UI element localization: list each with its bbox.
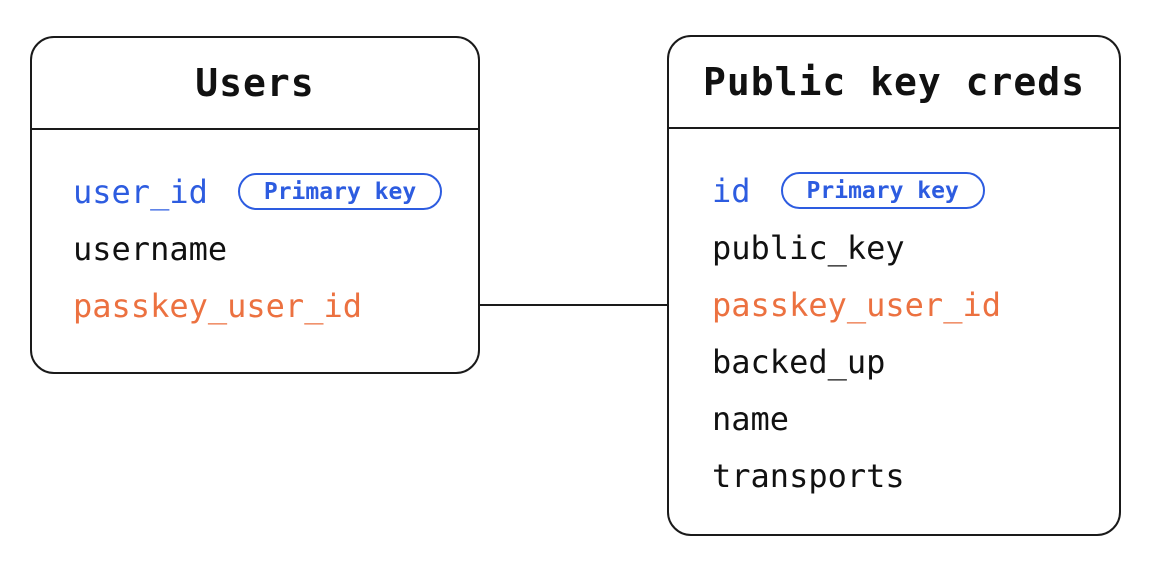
field-name-id: id xyxy=(712,171,751,210)
field-name-passkey-user-id: passkey_user_id xyxy=(712,285,1001,324)
field-row-passkey-user-id: passkey_user_id xyxy=(73,277,478,334)
table-public-key-creds-title: Public key creds xyxy=(669,37,1119,129)
table-public-key-creds[interactable]: Public key creds id Primary key public_k… xyxy=(667,35,1121,536)
field-row-backed-up: backed_up xyxy=(712,333,1119,390)
primary-key-badge: Primary key xyxy=(237,173,443,210)
field-row-username: username xyxy=(73,220,478,277)
field-name-user-id: user_id xyxy=(73,172,208,211)
field-name-backed-up: backed_up xyxy=(712,342,886,381)
field-row-id: id Primary key xyxy=(712,162,1119,219)
field-name-name: name xyxy=(712,399,790,438)
field-name-passkey-user-id: passkey_user_id xyxy=(73,286,362,325)
table-users-fields: user_id Primary key username passkey_use… xyxy=(32,130,478,334)
field-name-public-key: public_key xyxy=(712,228,905,267)
field-row-transports: transports xyxy=(712,447,1119,504)
table-users-title: Users xyxy=(32,38,478,130)
field-row-name: name xyxy=(712,390,1119,447)
field-name-username: username xyxy=(73,229,228,268)
table-public-key-creds-fields: id Primary key public_key passkey_user_i… xyxy=(669,129,1119,504)
field-row-user-id: user_id Primary key xyxy=(73,163,478,220)
field-row-passkey-user-id: passkey_user_id xyxy=(712,276,1119,333)
table-users[interactable]: Users user_id Primary key username passk… xyxy=(30,36,480,374)
field-row-public-key: public_key xyxy=(712,219,1119,276)
relation-line xyxy=(480,304,667,306)
primary-key-badge: Primary key xyxy=(780,172,985,209)
field-name-transports: transports xyxy=(712,456,905,495)
